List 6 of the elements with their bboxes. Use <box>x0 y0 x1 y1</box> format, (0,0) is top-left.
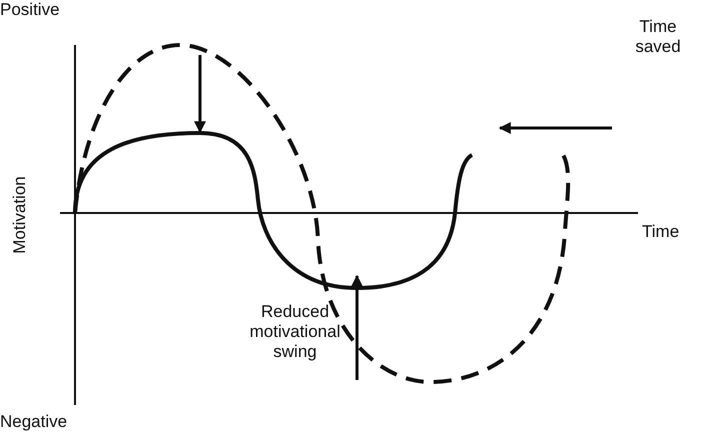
axis-label: Time <box>642 222 680 242</box>
axis-label: Positive <box>0 0 61 20</box>
annotation-text: Reduced motivational swing <box>248 302 342 362</box>
axis-label: Negative <box>0 412 68 432</box>
axis-label: Motivation <box>10 175 30 256</box>
annotation-text: Time saved <box>634 17 682 57</box>
